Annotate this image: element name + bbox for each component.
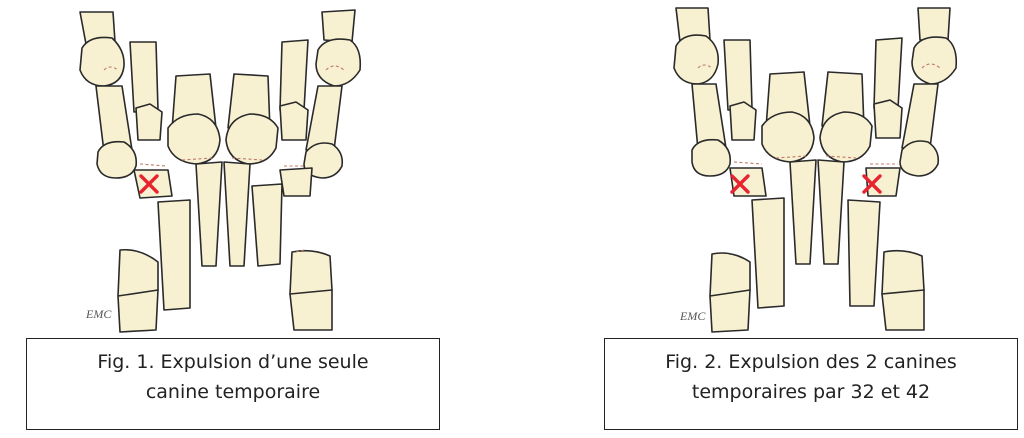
figure-1: EMC Fig. 1. Expulsion d’une seule canine… [26, 9, 440, 430]
dashed-line [295, 249, 305, 253]
tooth-upper-left-crown-outer [79, 36, 125, 87]
figure-2: EMC Fig. 2. Expulsion des 2 canines temp… [512, 0, 1024, 438]
tooth-lower-left-crown-temporary [133, 169, 173, 199]
dashed-line [921, 63, 941, 69]
tooth-lower-right-root-outer [289, 249, 333, 298]
dashed-line [103, 66, 119, 71]
tooth-upper-right-root-lateral [305, 85, 343, 151]
tooth-upper-right-root-outer [321, 9, 356, 43]
tooth-lower-left-root-outer [117, 248, 159, 298]
dental-diagram-2: EMC [673, 7, 958, 333]
tooth-upper-right-crown-outer [315, 38, 362, 87]
tooth-upper-right-crown-outer [911, 36, 958, 85]
dashed-line [139, 163, 167, 167]
x-mark-left [730, 174, 750, 194]
caption-line-1: Fig. 1. Expulsion d’une seule [97, 351, 369, 373]
tooth-upper-left-root-midline [789, 159, 817, 265]
tooth-upper-right-crown-central [819, 111, 873, 163]
caption-line-1: Fig. 2. Expulsion des 2 canines [665, 351, 957, 373]
tooth-upper-left-temporary [729, 167, 767, 197]
tooth-lower-right-incisor [847, 199, 881, 307]
tooth-upper-left-crown-lateral [96, 140, 138, 179]
x-mark-right [862, 174, 882, 194]
dashed-line [325, 65, 345, 71]
tooth-upper-right-root-lateral [901, 83, 939, 149]
tooth-lower-right-root-outer [881, 249, 925, 298]
tooth-upper-right-root-canine [279, 39, 309, 111]
caption-line-2: temporaires par 32 et 42 [691, 381, 931, 403]
tooth-upper-left-crown-outer [673, 34, 720, 85]
tooth-upper-right-crown-lateral [899, 140, 940, 177]
tooth-upper-right-crown-canine [873, 99, 903, 139]
tooth-lower-left-base [117, 289, 159, 333]
tooth-upper-left-crown-central [761, 111, 815, 163]
tooth-lower-right-base [881, 289, 925, 331]
figure-caption: Fig. 1. Expulsion d’une seule canine tem… [26, 338, 440, 430]
tooth-upper-right-root-canine [873, 37, 903, 109]
tooth-upper-right-root-outer [917, 7, 951, 41]
tooth-upper-left-root-canine [129, 41, 159, 113]
emc-logo: EMC [85, 307, 112, 321]
tooth-upper-right-crown-central [225, 113, 279, 165]
tooth-upper-left-root-canine [723, 39, 753, 111]
tooth-upper-left-crown-central [167, 113, 221, 165]
tooth-upper-right-root-midline [223, 161, 251, 267]
x-mark-left [139, 174, 159, 194]
dashed-line [733, 161, 763, 165]
tooth-upper-right-temporary [279, 167, 313, 197]
tooth-upper-right-root-midline [817, 159, 845, 265]
tooth-lower-right-base [289, 289, 333, 331]
dashed-line [697, 64, 713, 69]
tooth-lower-right-incisor [251, 183, 283, 267]
tooth-lower-left-base [709, 289, 751, 333]
tooth-upper-left-root-midline [195, 161, 223, 267]
tooth-upper-right-crown-canine [279, 101, 309, 141]
tooth-upper-left-crown-canine [729, 101, 757, 141]
tooth-lower-left-incisor [157, 199, 191, 311]
dental-diagram-1: EMC [79, 9, 362, 333]
caption-line-2: canine temporaire [145, 381, 321, 403]
tooth-upper-left-crown-lateral [691, 138, 732, 177]
figure-caption: Fig. 2. Expulsion des 2 canines temporai… [604, 338, 1018, 430]
tooth-lower-left-incisor [751, 197, 785, 309]
tooth-upper-left-crown-canine [135, 103, 163, 141]
emc-logo: EMC [679, 309, 706, 323]
